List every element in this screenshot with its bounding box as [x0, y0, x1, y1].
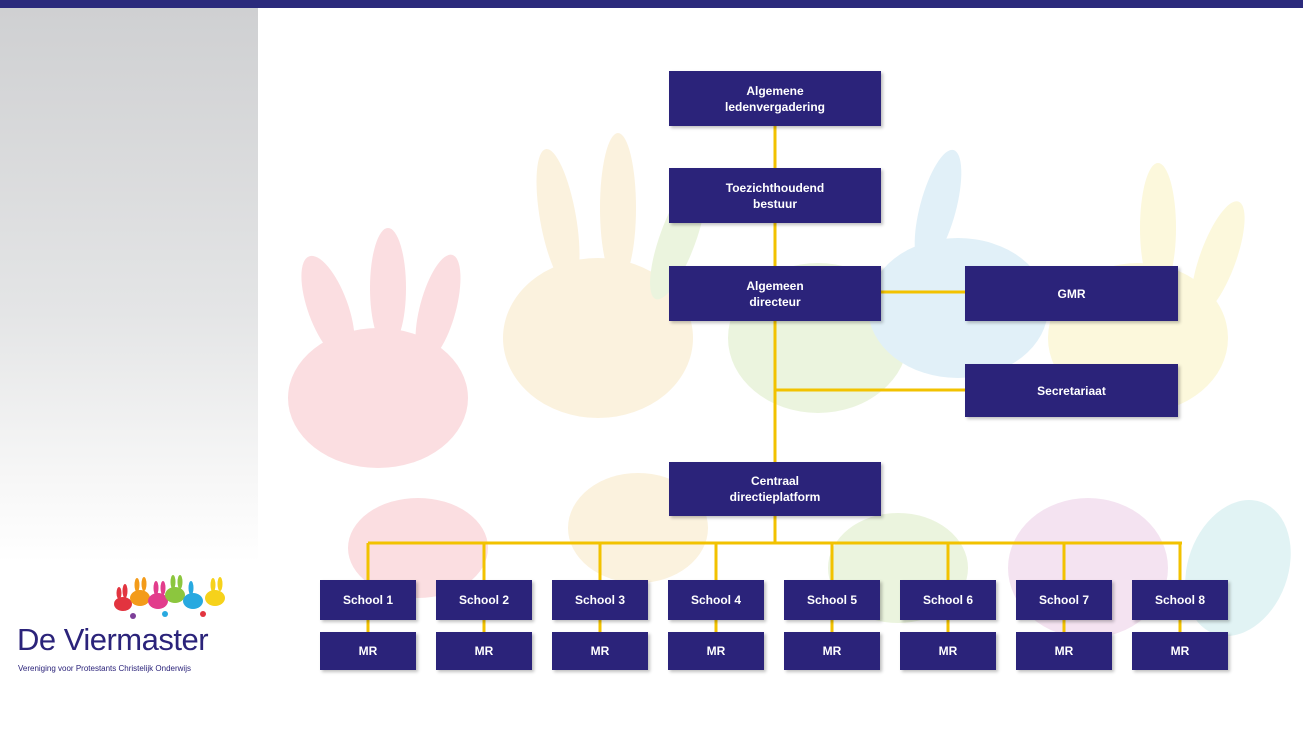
box-school-6: School 6 — [900, 580, 996, 620]
box-toezichthoudend-bestuur: Toezichthoudend bestuur — [669, 168, 881, 223]
top-bar — [0, 0, 1303, 8]
box-label: Toezichthoudend bestuur — [725, 180, 825, 211]
box-mr-4: MR — [668, 632, 764, 670]
box-school-3: School 3 — [552, 580, 648, 620]
box-label: School 2 — [458, 593, 509, 607]
handprints-logo-icon — [114, 575, 225, 619]
box-school-7: School 7 — [1016, 580, 1112, 620]
box-label: MR — [474, 644, 494, 658]
box-school-8: School 8 — [1132, 580, 1228, 620]
box-mr-3: MR — [552, 632, 648, 670]
box-mr-7: MR — [1016, 632, 1112, 670]
box-school-4: School 4 — [668, 580, 764, 620]
box-label: School 7 — [1038, 593, 1089, 607]
box-algemene-ledenvergadering: Algemene ledenvergadering — [669, 71, 881, 126]
box-label: MR — [1170, 644, 1190, 658]
box-mr-2: MR — [436, 632, 532, 670]
box-algemeen-directeur: Algemeen directeur — [669, 266, 881, 321]
box-label: School 1 — [342, 593, 393, 607]
box-label: MR — [706, 644, 726, 658]
box-label: MR — [358, 644, 378, 658]
box-mr-8: MR — [1132, 632, 1228, 670]
box-school-2: School 2 — [436, 580, 532, 620]
box-label: MR — [1054, 644, 1074, 658]
box-label: MR — [822, 644, 842, 658]
box-centraal-directieplatform: Centraal directieplatform — [669, 462, 881, 516]
box-mr-5: MR — [784, 632, 880, 670]
box-label: School 5 — [806, 593, 857, 607]
box-label: Centraal directieplatform — [729, 474, 821, 504]
box-gmr: GMR — [965, 266, 1178, 321]
box-mr-1: MR — [320, 632, 416, 670]
box-school-5: School 5 — [784, 580, 880, 620]
logo-tagline: Vereniging voor Protestants Christelijk … — [18, 664, 191, 673]
box-label: Algemeen directeur — [746, 278, 804, 309]
box-label: School 8 — [1154, 593, 1205, 607]
box-mr-6: MR — [900, 632, 996, 670]
box-label: MR — [938, 644, 958, 658]
side-panel — [0, 8, 258, 563]
box-school-1: School 1 — [320, 580, 416, 620]
logo-name: De Viermaster — [17, 622, 209, 657]
box-label: Algemene ledenvergadering — [724, 83, 826, 114]
handprints-background — [288, 133, 1291, 638]
box-label: Secretariaat — [1037, 383, 1106, 398]
box-label: School 6 — [922, 593, 973, 607]
logo: De Viermaster Vereniging voor Protestant… — [15, 568, 255, 688]
box-label: School 4 — [690, 593, 741, 607]
box-label: School 3 — [574, 593, 625, 607]
box-label: GMR — [1057, 286, 1086, 301]
box-label: MR — [590, 644, 610, 658]
box-secretariaat: Secretariaat — [965, 364, 1178, 417]
